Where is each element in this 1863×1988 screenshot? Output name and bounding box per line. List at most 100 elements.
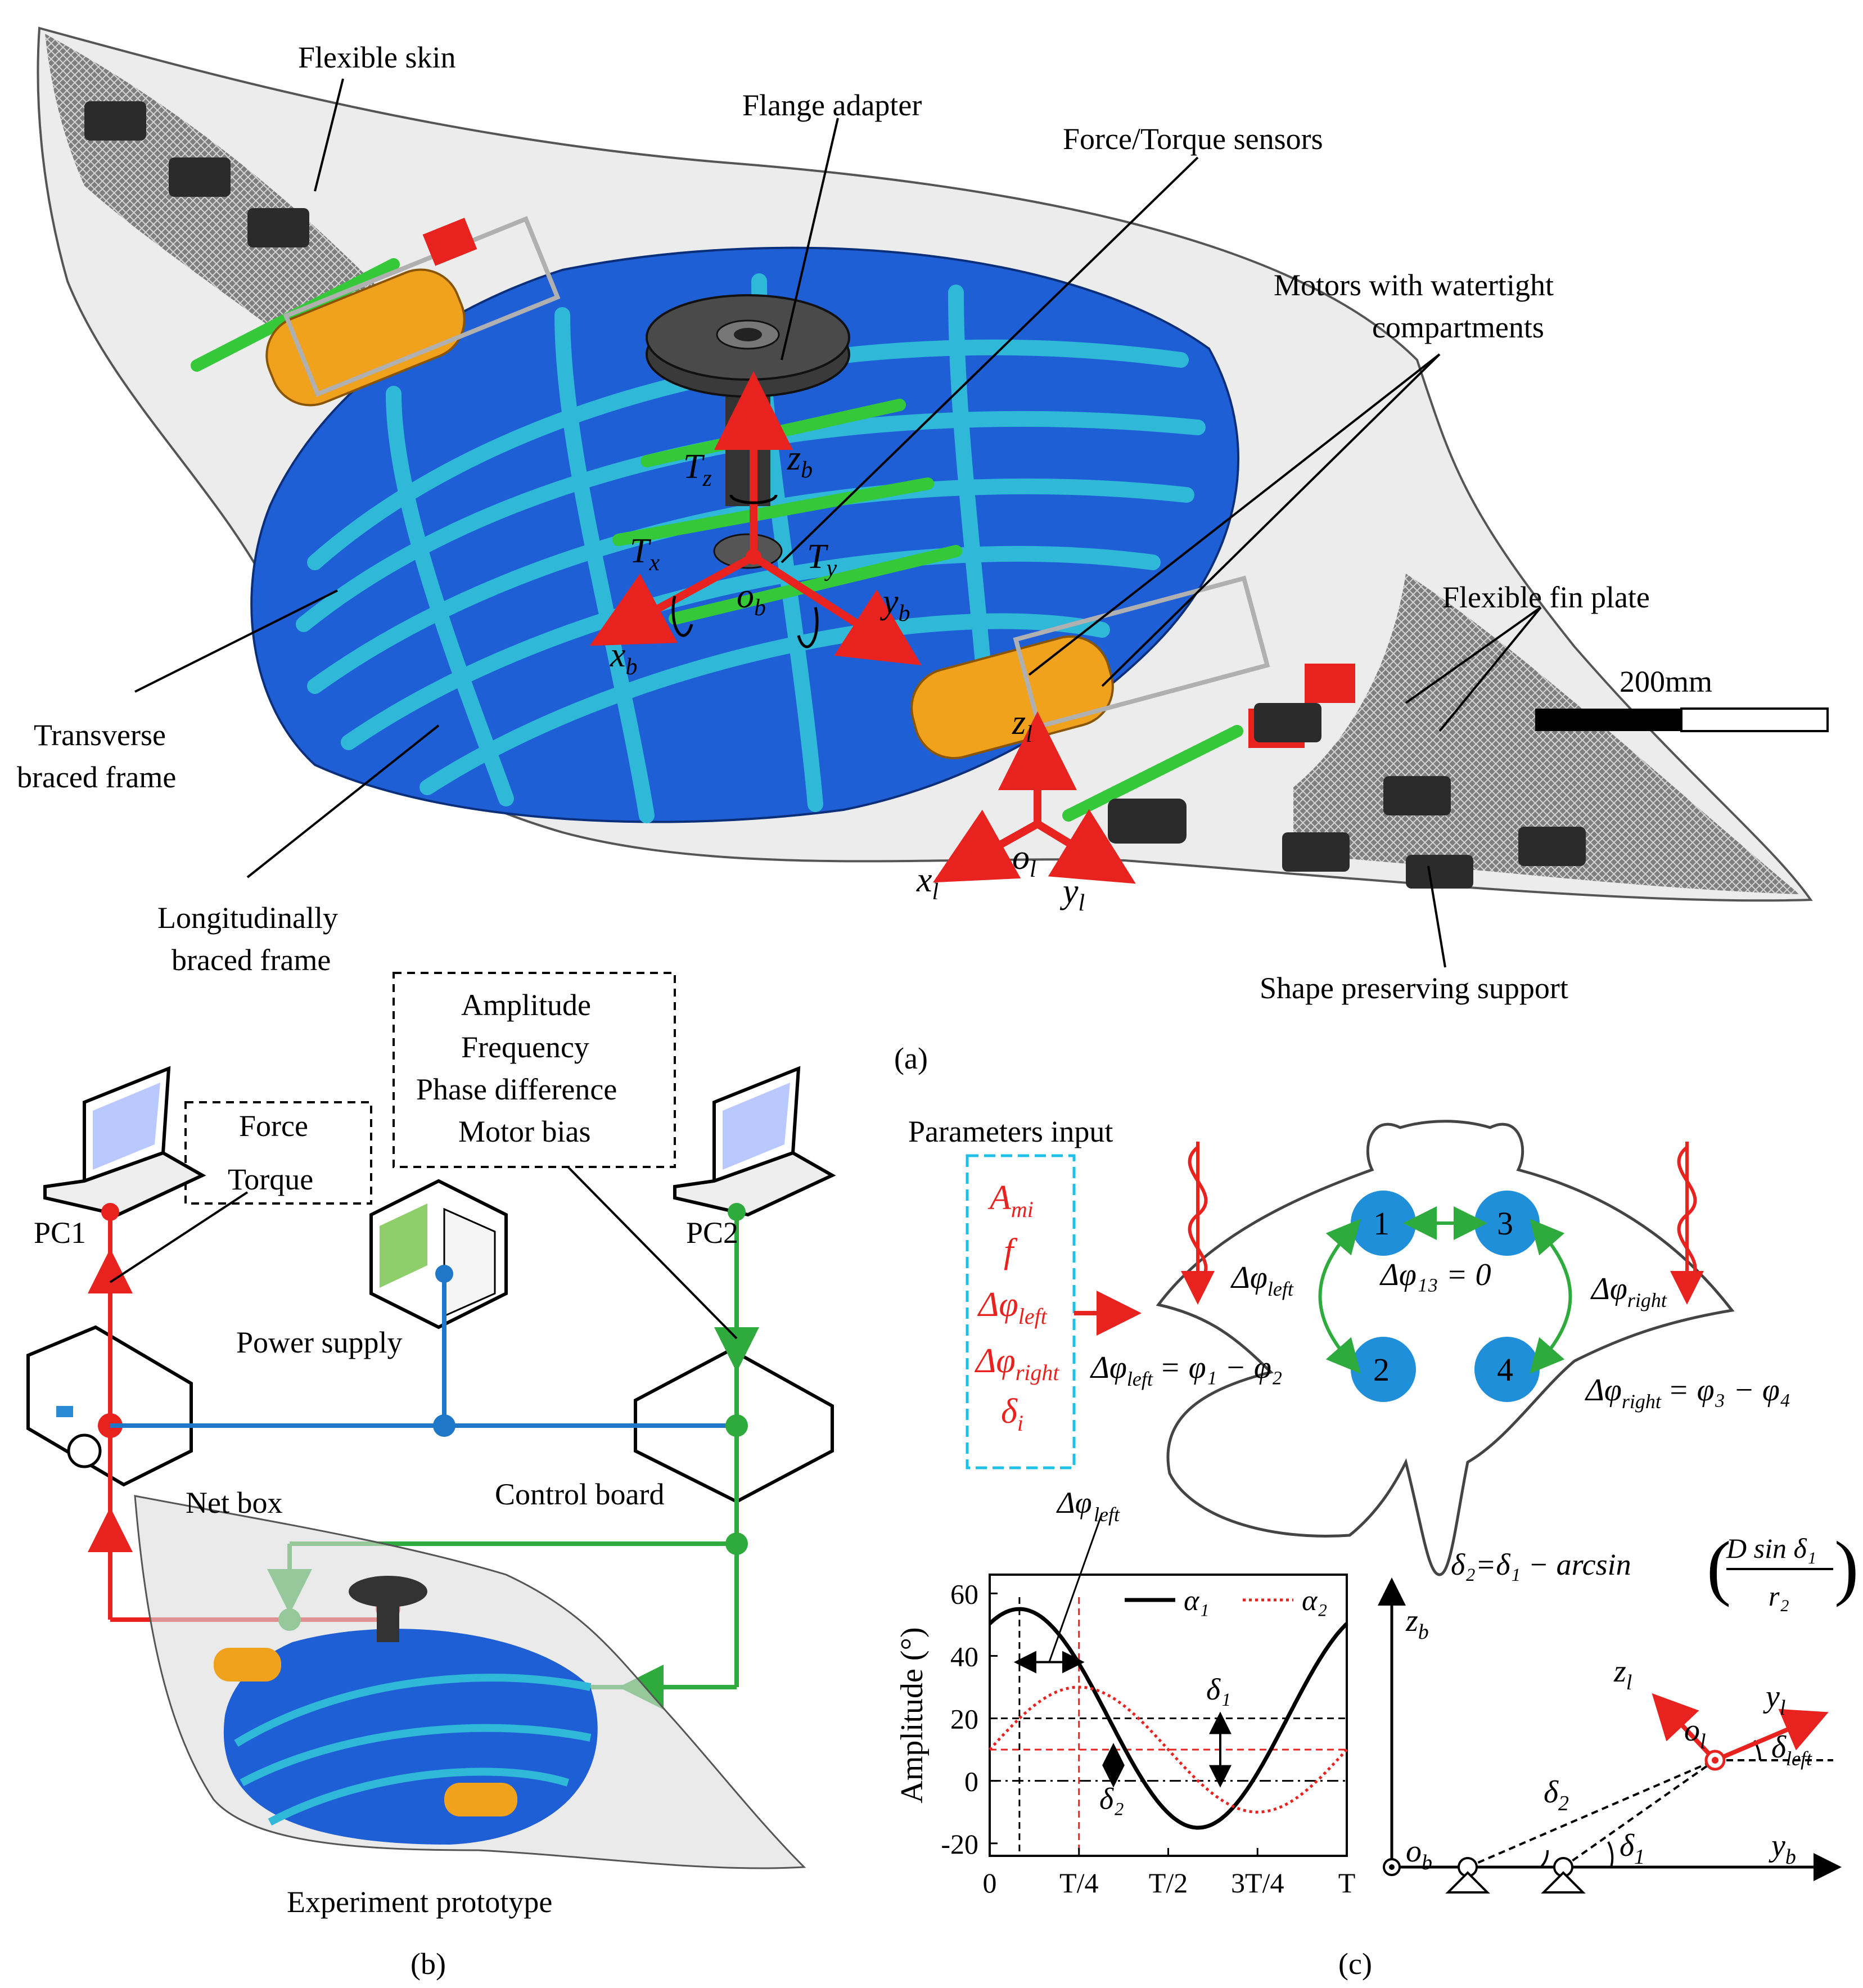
geom-d1: δ1 xyxy=(1620,1828,1645,1869)
scale-bar xyxy=(1535,707,1829,732)
param-frequency: Frequency xyxy=(461,1030,589,1064)
y-tick-label-4: -20 xyxy=(941,1828,978,1860)
param-delta: δi xyxy=(1001,1392,1023,1436)
transverse-label-line1: Transverse xyxy=(34,718,166,752)
delta-equation: δ₂=δ₁ − arcsin xyxy=(1451,1548,1631,1581)
axis-yl: yl xyxy=(1059,872,1085,916)
local-frame-axes xyxy=(932,711,1136,884)
panel-c-caption: (c) xyxy=(1338,1947,1372,1981)
phase-diff-label: Δφ xyxy=(1056,1486,1092,1520)
motor-3: 3 xyxy=(1497,1205,1513,1242)
control-board-label: Control board xyxy=(495,1477,664,1511)
axis-xb: xb xyxy=(610,636,638,680)
pc2-label: PC2 xyxy=(686,1216,738,1250)
axis-xl: xl xyxy=(916,861,939,905)
pc1-laptop-icon xyxy=(43,1066,206,1217)
pc1-label: PC1 xyxy=(34,1216,86,1250)
geometry-sketch xyxy=(1378,1577,1842,1881)
y-tick-label-0: 60 xyxy=(950,1578,978,1610)
axis-ty: Ty xyxy=(807,538,837,581)
motor-4: 4 xyxy=(1497,1351,1513,1388)
power-supply-label: Power supply xyxy=(236,1326,403,1359)
motors-label-line1: Motors with watertight xyxy=(1274,268,1554,302)
dphi-right-label: Δφright xyxy=(1590,1272,1667,1311)
force-label: Force xyxy=(239,1109,308,1143)
legend-label-0: α₁ xyxy=(1184,1585,1209,1617)
flange-adapter xyxy=(646,294,850,569)
x-tick-label-0: 0 xyxy=(983,1867,997,1899)
delta-equation-num: D sin δ₁ xyxy=(1726,1532,1816,1564)
force-torque-sensors-label: Force/Torque sensors xyxy=(1063,122,1323,156)
eq-left: Δφleft= φ₁ − φ₂ xyxy=(1090,1350,1282,1390)
param-A: Ami xyxy=(987,1179,1034,1222)
delta-equation-paren-right: ) xyxy=(1834,1527,1859,1608)
motor-1: 1 xyxy=(1373,1205,1390,1242)
params-box xyxy=(393,972,676,1168)
y-tick-label-1: 40 xyxy=(950,1640,978,1672)
body-frame-axes xyxy=(589,371,922,665)
pc2-laptop-icon xyxy=(673,1066,836,1217)
geom-yl: yl xyxy=(1763,1679,1785,1720)
phase-diff-leader xyxy=(1048,1512,1103,1663)
panel-a: 200mm Flexible skin Flange adapter Force… xyxy=(17,26,1829,1075)
motor-nodes xyxy=(1351,1191,1540,1402)
eq-13: Δφ₁₃ = 0 xyxy=(1379,1257,1491,1292)
net-box-label: Net box xyxy=(186,1486,282,1520)
panel-b-caption: (b) xyxy=(411,1947,446,1981)
geom-d2: δ2 xyxy=(1544,1775,1569,1815)
dphi-left-label: Δφleft xyxy=(1230,1260,1294,1300)
blue-power-line xyxy=(110,1274,731,1428)
eq-right: Δφright= φ₃ − φ₄ xyxy=(1585,1373,1790,1413)
x-tick-label-2: T/2 xyxy=(1149,1867,1188,1899)
flange-adapter-label: Flange adapter xyxy=(742,88,922,122)
phase-diff-label-sub: left xyxy=(1094,1503,1120,1526)
geom-ob: ob xyxy=(1406,1834,1432,1874)
panel-c: Parameters input Ami f Δφleft Δφright δi… xyxy=(895,1115,1859,1981)
axis-ol: ol xyxy=(1012,839,1036,882)
geom-zb: zb xyxy=(1405,1603,1429,1644)
axis-zl: zl xyxy=(1012,704,1032,747)
experiment-prototype-thumbnail xyxy=(134,1495,806,1869)
y-axis-label: Amplitude (°) xyxy=(895,1627,930,1803)
series-line-0 xyxy=(988,1607,1348,1830)
param-phase: Phase difference xyxy=(416,1072,617,1106)
force-torque-box xyxy=(184,1101,372,1205)
geom-yb: yb xyxy=(1769,1828,1796,1869)
motors-label-line2: compartments xyxy=(1372,310,1544,344)
transverse-label-line2: braced frame xyxy=(17,760,176,794)
shape-support-label: Shape preserving support xyxy=(1260,971,1568,1005)
geom-ol: ol xyxy=(1684,1713,1706,1753)
param-dphi-right: Δφright xyxy=(974,1342,1059,1385)
panel-b: Amplitude Frequency Phase difference Mot… xyxy=(26,972,836,1981)
param-dphi-left: Δφleft xyxy=(977,1286,1048,1329)
motor-2: 2 xyxy=(1373,1351,1390,1388)
delta1-label: δ₁ xyxy=(1206,1673,1231,1706)
x-tick-label-3: 3T/4 xyxy=(1231,1867,1284,1899)
prototype-label: Experiment prototype xyxy=(287,1885,552,1919)
flexible-fin-plate-label: Flexible fin plate xyxy=(1442,580,1650,614)
manta-outline xyxy=(1156,1120,1735,1576)
delta-equation-den: r₂ xyxy=(1769,1580,1789,1612)
axis-zb: zb xyxy=(787,439,813,483)
x-tick-label-4: T xyxy=(1338,1867,1356,1899)
flexible-skin-label: Flexible skin xyxy=(298,40,456,74)
parameters-title: Parameters input xyxy=(908,1115,1113,1148)
pivot-supports xyxy=(1445,1857,1586,1894)
delta-equation-paren-left: ( xyxy=(1707,1527,1731,1608)
torque-arcs xyxy=(671,494,819,648)
left-motor xyxy=(265,216,561,407)
y-tick-label-2: 20 xyxy=(950,1703,978,1735)
y-tick-label-3: 0 xyxy=(964,1766,978,1797)
longitudinal-label-line1: Longitudinally xyxy=(157,901,338,935)
scale-bar-label: 200mm xyxy=(1620,665,1712,698)
power-supply-icon xyxy=(369,1179,508,1329)
geom-dleft: δleft xyxy=(1771,1730,1812,1770)
longitudinal-label-line2: braced frame xyxy=(172,943,331,977)
series-line-1 xyxy=(989,1685,1348,1814)
axis-yb: yb xyxy=(879,583,910,626)
shape-preserving-supports xyxy=(84,101,1586,889)
axis-tx: Tx xyxy=(630,532,660,576)
legend-label-1: α₂ xyxy=(1302,1585,1327,1617)
